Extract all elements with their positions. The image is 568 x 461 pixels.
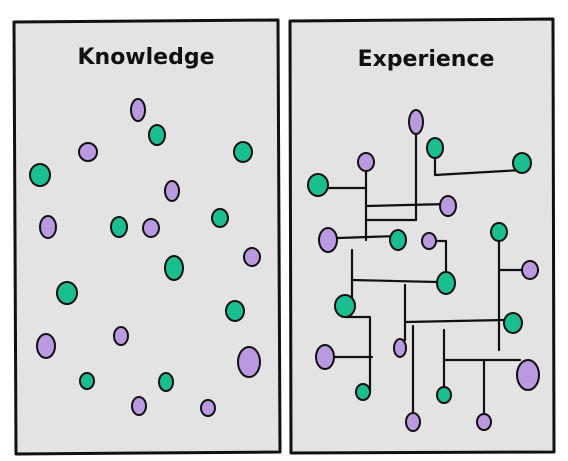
connection-line xyxy=(350,278,439,284)
experience-dot-purple xyxy=(476,413,492,431)
knowledge-panel-frame xyxy=(12,18,282,456)
experience-dots xyxy=(307,109,540,432)
knowledge-dot-teal xyxy=(158,372,174,392)
knowledge-dots xyxy=(29,98,261,417)
experience-dot-purple xyxy=(521,260,539,280)
knowledge-dot-teal xyxy=(79,372,95,390)
connection-line xyxy=(343,315,372,394)
experience-dot-purple xyxy=(405,412,421,432)
knowledge-title: Knowledge xyxy=(77,45,214,70)
knowledge-dot-purple xyxy=(39,215,57,239)
experience-dot-purple xyxy=(516,359,540,391)
knowledge-dot-purple xyxy=(142,218,160,238)
experience-panel-frame xyxy=(288,17,556,455)
knowledge-dot-teal xyxy=(225,300,245,322)
experience-panel: Experience xyxy=(288,17,556,455)
knowledge-dot-teal xyxy=(164,255,184,281)
knowledge-dot-teal xyxy=(110,216,128,238)
experience-dot-purple xyxy=(357,152,375,172)
experience-dot-teal xyxy=(334,294,356,318)
experience-title: Experience xyxy=(358,47,495,72)
knowledge-dot-purple xyxy=(131,396,147,416)
experience-dot-teal xyxy=(436,271,456,295)
experience-dot-teal xyxy=(426,137,444,159)
experience-dot-teal xyxy=(307,173,329,197)
experience-connections xyxy=(326,132,524,416)
knowledge-dot-purple xyxy=(113,326,129,346)
knowledge-dot-purple xyxy=(78,142,98,162)
experience-dot-purple xyxy=(315,344,335,370)
experience-dot-teal xyxy=(503,312,523,334)
connection-line xyxy=(336,234,400,240)
experience-dot-teal xyxy=(436,386,452,404)
experience-dot-teal xyxy=(389,229,407,251)
knowledge-dot-teal xyxy=(148,124,166,146)
experience-dot-purple xyxy=(421,232,437,250)
knowledge-dot-teal xyxy=(233,141,253,163)
knowledge-dot-teal xyxy=(211,208,229,228)
experience-dot-teal xyxy=(512,152,532,174)
connection-line xyxy=(403,318,507,324)
experience-dot-purple xyxy=(439,195,457,217)
experience-dot-purple xyxy=(393,338,407,358)
knowledge-dot-purple xyxy=(237,346,261,378)
knowledge-dot-purple xyxy=(164,180,180,202)
knowledge-panel: Knowledge xyxy=(12,18,282,456)
knowledge-dot-purple xyxy=(130,98,146,122)
knowledge-dot-purple xyxy=(200,399,216,417)
knowledge-dot-teal xyxy=(29,163,51,187)
experience-dot-purple xyxy=(408,109,424,135)
knowledge-dot-purple xyxy=(36,333,56,359)
knowledge-dot-purple xyxy=(243,247,261,267)
knowledge-dot-teal xyxy=(56,281,78,305)
experience-dot-purple xyxy=(318,227,338,253)
experience-dot-teal xyxy=(355,383,371,401)
connection-line xyxy=(364,202,450,208)
connection-line xyxy=(433,156,524,177)
experience-dot-teal xyxy=(490,222,508,242)
connection-line xyxy=(434,239,448,285)
